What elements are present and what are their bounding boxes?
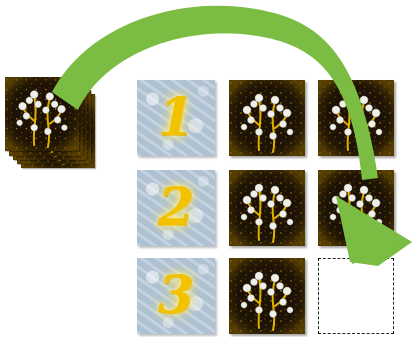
flower-sprig-icon xyxy=(229,170,305,246)
flower-card-r2-c2[interactable] xyxy=(318,170,394,246)
flower-card-r3-c1[interactable] xyxy=(229,258,305,334)
flower-card-r1-c1[interactable] xyxy=(229,80,305,156)
row-number-tile-2: 2 xyxy=(137,170,215,246)
flower-sprig-icon xyxy=(229,258,305,334)
flower-sprig-icon xyxy=(229,80,305,156)
empty-card-slot[interactable] xyxy=(318,258,394,334)
row-number: 1 xyxy=(158,92,194,144)
row-number: 3 xyxy=(158,270,194,322)
flower-card-r2-c1[interactable] xyxy=(229,170,305,246)
row-number-tile-3: 3 xyxy=(137,258,215,334)
flower-sprig-icon xyxy=(318,170,394,246)
flower-card-r1-c2[interactable] xyxy=(318,80,394,156)
row-number-tile-1: 1 xyxy=(137,80,215,156)
flower-sprig-icon xyxy=(318,80,394,156)
row-number: 2 xyxy=(158,182,194,234)
deck-card-top[interactable] xyxy=(5,77,79,151)
